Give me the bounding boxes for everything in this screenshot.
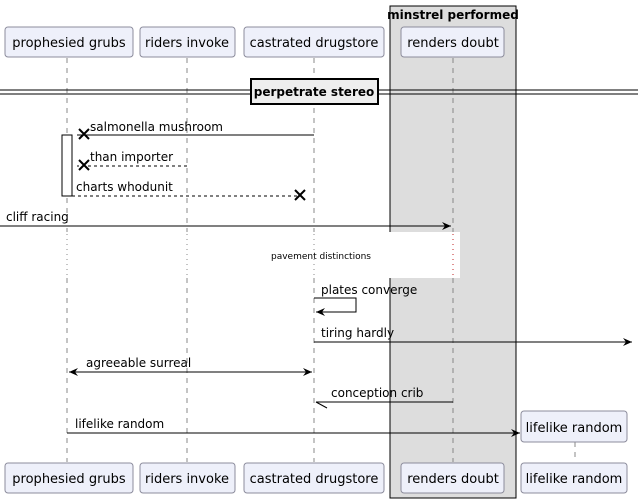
participant-label: riders invoke [145, 36, 229, 51]
participant-label: prophesied grubs [12, 472, 126, 487]
message-4: cliff racing [0, 210, 451, 230]
participant-label: renders doubt [407, 472, 499, 487]
participant-header-doubt[interactable]: renders doubt [400, 26, 505, 58]
participant-label: castrated drugstore [250, 36, 379, 51]
participant-label: castrated drugstore [250, 472, 379, 487]
destroy-icon [78, 128, 90, 140]
participant-header-drugstore[interactable]: castrated drugstore [243, 26, 385, 58]
participant-label: renders doubt [407, 36, 499, 51]
delay: pavement distinctions [60, 232, 460, 278]
activation-bar [61, 134, 73, 197]
message-label: lifelike random [75, 417, 164, 431]
participant-label: lifelike random [526, 472, 623, 487]
participant-created-random[interactable]: lifelike random [520, 410, 628, 443]
divider: perpetrate stereo [0, 78, 638, 105]
message-2: than importer [77, 150, 187, 171]
message-label: salmonella mushroom [90, 120, 223, 134]
message-6: tiring hardly [314, 326, 632, 346]
message-label: charts whodunit [76, 180, 173, 194]
message-label: plates converge [321, 283, 417, 297]
participant-footer-random[interactable]: lifelike random [520, 462, 628, 494]
participant-header-grubs[interactable]: prophesied grubs [4, 26, 134, 58]
destroy-icon [78, 159, 90, 171]
divider-label: perpetrate stereo [254, 85, 375, 99]
participant-header-riders[interactable]: riders invoke [139, 26, 236, 58]
participant-footer-drugstore[interactable]: castrated drugstore [243, 462, 385, 494]
message-3: charts whodunit [72, 180, 306, 201]
message-label: than importer [90, 150, 173, 164]
participant-label: prophesied grubs [12, 36, 126, 51]
message-label: cliff racing [6, 210, 69, 224]
participant-footer-doubt[interactable]: renders doubt [400, 462, 505, 494]
message-1: salmonella mushroom [77, 120, 314, 140]
participant-label: lifelike random [526, 421, 623, 436]
destroy-icon [294, 189, 306, 201]
message-7: agreeable surreal [69, 356, 312, 376]
participant-label: riders invoke [145, 472, 229, 487]
message-label: agreeable surreal [86, 356, 191, 370]
message-label: conception crib [331, 386, 423, 400]
participant-footer-grubs[interactable]: prophesied grubs [4, 462, 134, 494]
message-9: lifelike random [67, 417, 520, 437]
message-5: plates converge [314, 283, 417, 316]
group-title: minstrel performed [387, 8, 519, 22]
participant-footer-riders[interactable]: riders invoke [139, 462, 236, 494]
delay-label: pavement distinctions [271, 252, 371, 262]
message-label: tiring hardly [321, 326, 394, 340]
message-8: conception crib [315, 386, 453, 409]
